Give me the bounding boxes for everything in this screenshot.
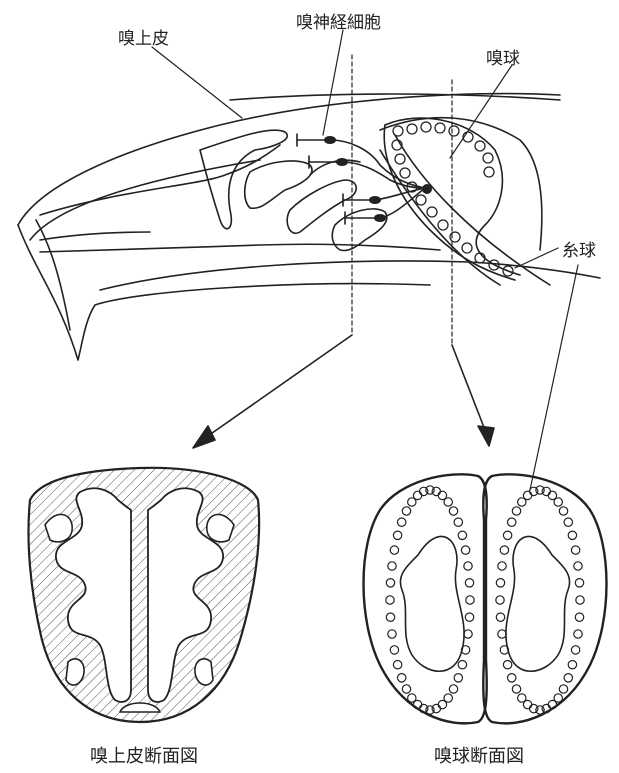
glomerulus-circle [568, 661, 576, 669]
glomerulus-circle [454, 674, 462, 682]
glomerulus-circle [571, 646, 579, 654]
glomerulus-circle [390, 546, 398, 554]
glomerulus-circle [465, 579, 473, 587]
glomerulus-circle [398, 518, 406, 526]
glomerulus-circle [464, 562, 472, 570]
label-olfactory-bulb: 嗅球 [486, 44, 520, 69]
glomerulus-circle [390, 646, 398, 654]
glomerulus-circle [500, 546, 508, 554]
glomerulus-circle [466, 596, 474, 604]
glomerulus-circle [554, 498, 562, 506]
glomerulus-circle [496, 596, 504, 604]
glomerulus-circle [530, 704, 538, 712]
glomerulus-circle [512, 685, 520, 693]
caption-bulb-section: 嗅球断面図 [434, 742, 524, 768]
glomerulus-circle [432, 704, 440, 712]
glomerulus-circle [444, 498, 452, 506]
glomerulus-circle [386, 613, 394, 621]
epithelium-cross-section [29, 468, 260, 722]
glomerulus-circle [571, 546, 579, 554]
glomerulus-circle [454, 518, 462, 526]
glomerulus-circle [402, 685, 410, 693]
glomerulus-circle [393, 531, 401, 539]
glomerulus-circle [458, 531, 466, 539]
glomerulus-circle [498, 630, 506, 638]
glomerulus-circle [426, 706, 434, 714]
glomerulus-circle [402, 507, 410, 515]
glomerulus-circle [523, 491, 531, 499]
label-olfactory-epithelium: 嗅上皮 [118, 24, 169, 49]
glomerulus-circle [449, 685, 457, 693]
glomerulus-circle [496, 613, 504, 621]
glomerulus-circle [503, 531, 511, 539]
glomerulus-circle [576, 596, 584, 604]
label-glomerulus: 糸球 [562, 236, 596, 261]
neuron [297, 134, 425, 188]
glomerulus-circle [574, 630, 582, 638]
glomerulus-circle [498, 562, 506, 570]
glomerulus-circle [388, 630, 396, 638]
glomerulus-circle [426, 486, 434, 494]
glomerulus-circle [564, 674, 572, 682]
caption-epithelium-section: 嗅上皮断面図 [90, 742, 198, 768]
glomerulus-circle [503, 661, 511, 669]
glomerulus-circle [386, 579, 394, 587]
glomerulus-circle [574, 562, 582, 570]
glomerulus-circle [542, 487, 550, 495]
glomeruli-left [386, 486, 474, 714]
glomerulus-circle [508, 674, 516, 682]
glomerulus-circle [438, 700, 446, 708]
glomeruli-right [496, 486, 584, 714]
glomerulus-circle [449, 507, 457, 515]
glomerulus-circle [508, 518, 516, 526]
bulb-cross-section [364, 474, 607, 723]
glomerulus-circle [432, 487, 440, 495]
glomerulus-circle [413, 491, 421, 499]
glomerulus-circle [464, 630, 472, 638]
glomerulus-circle [420, 487, 428, 495]
glomerulus-circle [575, 613, 583, 621]
label-olfactory-neuron: 嗅神経細胞 [296, 8, 381, 33]
glomerulus-circle [530, 487, 538, 495]
glomerulus-circle [536, 706, 544, 714]
arrow-to-epithelium-section [193, 335, 352, 448]
glomerulus-circle [518, 694, 526, 702]
glomerulus-circle [496, 579, 504, 587]
glomerulus-circle [564, 518, 572, 526]
glomerulus-circle [465, 613, 473, 621]
glomerulus-circle [559, 507, 567, 515]
glomerulus-circle [393, 661, 401, 669]
glomerulus-circle [398, 674, 406, 682]
glomerulus-circle [536, 486, 544, 494]
glomerulus-circle [408, 694, 416, 702]
glomerulus-circle [559, 685, 567, 693]
glomerulus-circle [512, 507, 520, 515]
arrow-to-bulb-section [452, 345, 494, 446]
glomerulus-circle [458, 661, 466, 669]
glomerulus-circle [568, 531, 576, 539]
nasal-cavity-outline [18, 94, 600, 360]
glomerulus-circle [386, 596, 394, 604]
glomerulus-circle [575, 579, 583, 587]
turbinates [200, 130, 387, 250]
glomerulus-circle [461, 546, 469, 554]
glomerulus-circle [388, 562, 396, 570]
